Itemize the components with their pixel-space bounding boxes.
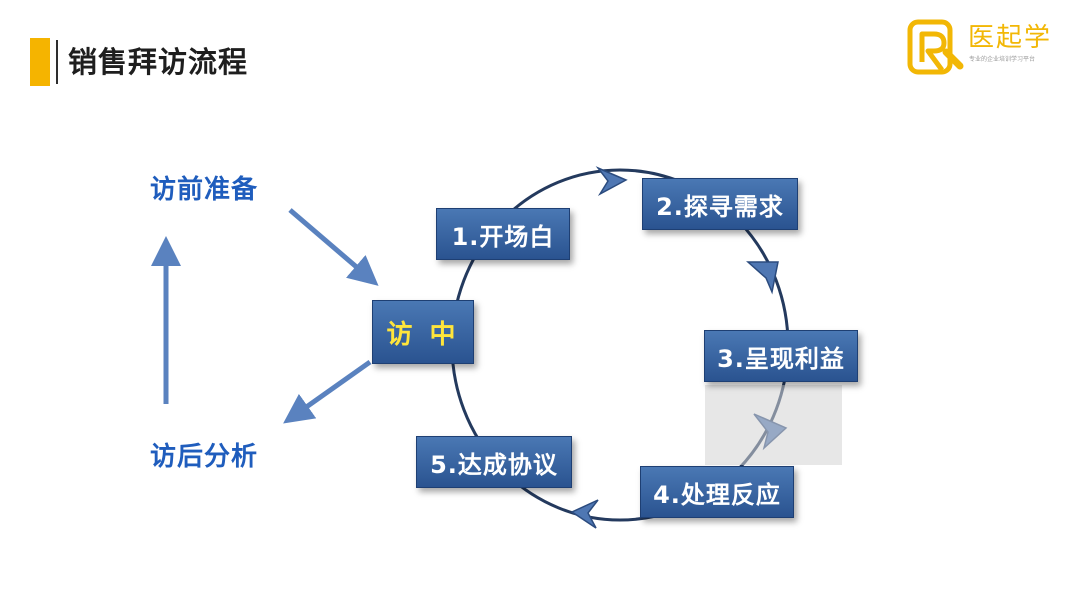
title-accent-bar: [30, 38, 50, 86]
cycle-arrow-top: [595, 166, 628, 196]
center-visit-box: 访 中: [372, 300, 474, 364]
step-4-box: 4.处理反应: [640, 466, 794, 518]
step-3-box: 3.呈现利益: [704, 330, 858, 382]
pre-visit-label: 访前准备: [150, 175, 259, 205]
cycle-arrow-right-upper: [746, 261, 779, 295]
logo-tagline: 专业的企业培训学习平台: [969, 56, 1036, 63]
cycle-arrow-bottom: [570, 499, 599, 529]
title-divider: [56, 40, 58, 84]
arrow-prep-to-visit: [288, 208, 379, 286]
logo: 医起学 专业的企业培训学习平台: [906, 18, 1066, 78]
step-1-box: 1.开场白: [436, 208, 570, 260]
logo-icon: [907, 19, 964, 75]
arrow-visit-to-analysis: [283, 359, 372, 424]
step-5-box: 5.达成协议: [416, 436, 572, 488]
page-title: 销售拜访流程: [68, 45, 249, 79]
post-visit-label: 访后分析: [150, 442, 259, 472]
logo-name: 医起学: [968, 23, 1053, 53]
gray-overlay: [705, 385, 842, 465]
step-2-box: 2.探寻需求: [642, 178, 798, 230]
